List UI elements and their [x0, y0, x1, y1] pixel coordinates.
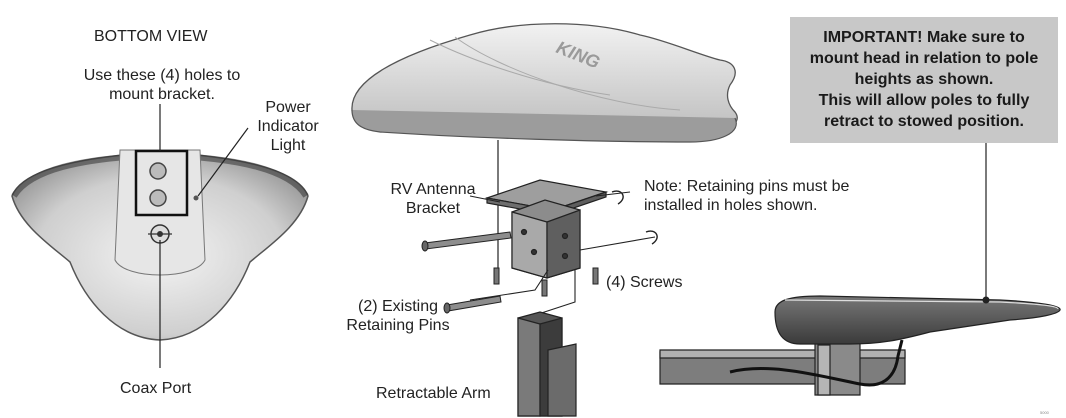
- power-indicator-light: [193, 195, 199, 201]
- callout-line: This will allow poles to fully: [818, 92, 1030, 109]
- bottom-view-title: BOTTOM VIEW: [94, 28, 208, 45]
- rv-antenna-bracket: [484, 179, 609, 279]
- bracket-label-line: RV Antenna: [390, 181, 476, 198]
- mounted-head-side-view: [659, 295, 1061, 396]
- screw: [493, 267, 500, 285]
- mount-hole: [149, 162, 167, 180]
- antenna-head: KING: [351, 23, 738, 143]
- callout-pointer-dot: [982, 296, 990, 304]
- bracket-label-line: Bracket: [405, 200, 461, 217]
- mount-hole: [149, 189, 167, 207]
- screw: [541, 279, 548, 297]
- retractable-arm-label: Retractable Arm: [376, 385, 491, 402]
- coax-cable: [729, 339, 904, 387]
- holes-note: Use these (4) holes to mount bracket.: [74, 66, 250, 104]
- callout-line: IMPORTANT! Make sure to: [823, 29, 1025, 46]
- existing-pins-line: (2) Existing: [357, 298, 439, 315]
- retractable-arm: [517, 311, 577, 417]
- power-light-line: Indicator: [257, 118, 319, 135]
- holes-note-line: Use these (4) holes to: [83, 67, 241, 84]
- important-callout: IMPORTANT! Make sure to mount head in re…: [790, 17, 1058, 143]
- callout-line: retract to stowed position.: [823, 113, 1024, 130]
- pins-note: Note: Retaining pins must be installed i…: [644, 177, 849, 215]
- mount-holes-box: [134, 149, 189, 217]
- callout-line: mount head in relation to pole: [809, 50, 1039, 67]
- screw: [592, 267, 599, 285]
- pins-note-line: installed in holes shown.: [644, 197, 818, 214]
- pins-note-line: Note: Retaining pins must be: [644, 178, 850, 195]
- coax-port-label: Coax Port: [120, 380, 192, 397]
- holes-note-line: mount bracket.: [109, 86, 215, 103]
- clip-pin: [611, 190, 624, 205]
- power-light-label: Power Indicator Light: [246, 98, 330, 155]
- existing-pins-line: Retaining Pins: [346, 317, 450, 334]
- bracket-hardware: [421, 190, 658, 314]
- part-code: 5000: [1040, 410, 1049, 415]
- callout-line: heights as shown.: [854, 71, 994, 88]
- bottom-view-leaders: [159, 104, 249, 368]
- existing-pins-label: (2) Existing Retaining Pins: [330, 297, 466, 335]
- power-light-line: Light: [270, 137, 306, 154]
- bracket-label: RV Antenna Bracket: [378, 180, 488, 218]
- screws-label: (4) Screws: [606, 274, 683, 291]
- power-light-line: Power: [265, 99, 311, 116]
- clip-pin: [645, 230, 658, 245]
